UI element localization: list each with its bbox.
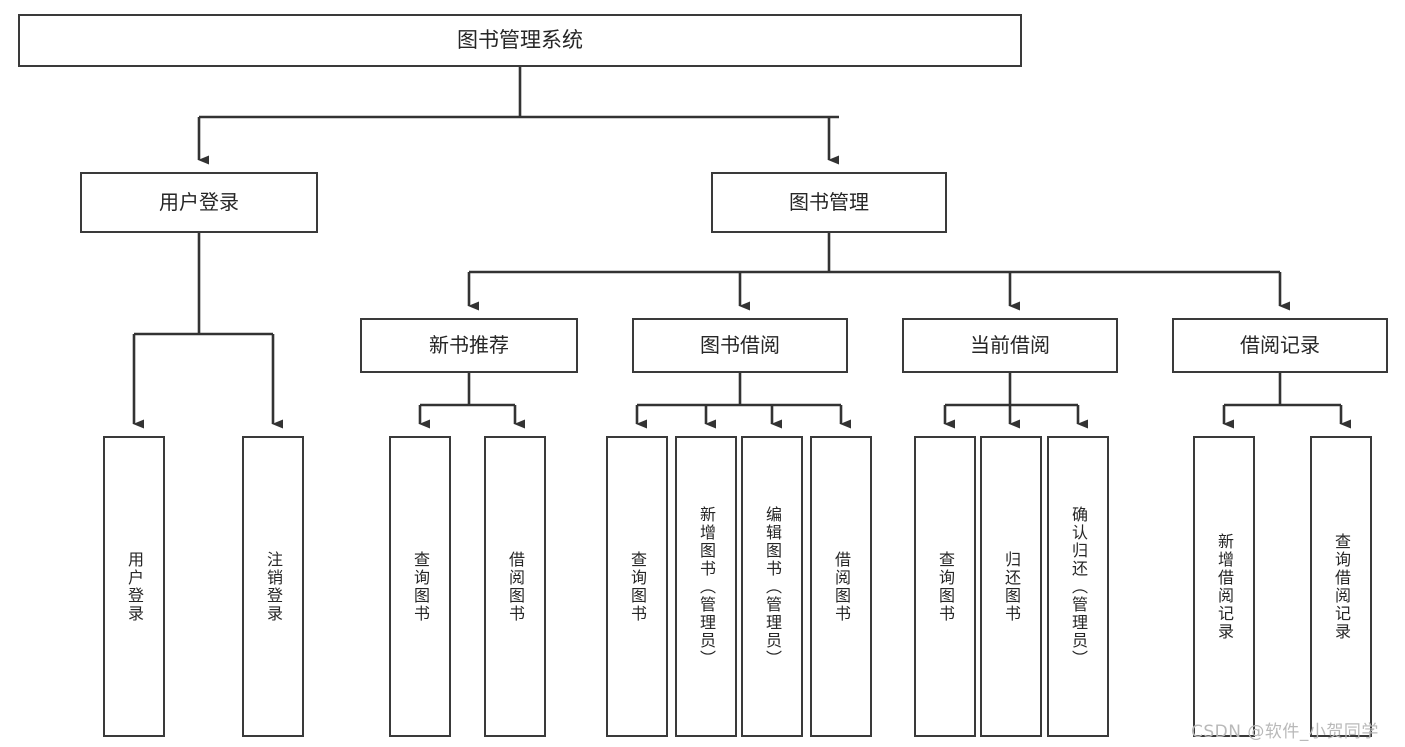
leaf-user-login-label: 用户登录 <box>125 550 144 623</box>
node-book-borrow-label: 图书借阅 <box>700 332 780 357</box>
node-new-book-rec[interactable]: 新书推荐 <box>360 318 578 373</box>
leaf-query-book-1-label: 查询图书 <box>411 550 430 623</box>
node-new-book-rec-label: 新书推荐 <box>429 332 509 357</box>
leaf-return-book[interactable]: 归还图书 <box>980 436 1042 737</box>
node-root-label: 图书管理系统 <box>457 28 583 53</box>
leaf-add-record[interactable]: 新增借阅记录 <box>1193 436 1255 737</box>
leaf-query-record[interactable]: 查询借阅记录 <box>1310 436 1372 737</box>
node-book-borrow[interactable]: 图书借阅 <box>632 318 848 373</box>
node-user-login[interactable]: 用户登录 <box>80 172 318 233</box>
node-borrow-record-label: 借阅记录 <box>1240 332 1320 357</box>
node-borrow-record[interactable]: 借阅记录 <box>1172 318 1388 373</box>
leaf-borrow-book-1-label: 借阅图书 <box>506 550 525 623</box>
leaf-query-book-3-label: 查询图书 <box>936 550 955 623</box>
leaf-add-record-label: 新增借阅记录 <box>1215 532 1234 641</box>
node-book-manage[interactable]: 图书管理 <box>711 172 947 233</box>
leaf-borrow-book-2-label: 借阅图书 <box>832 550 851 623</box>
csdn-watermark: CSDN @软件_小贺同学 <box>1191 722 1379 742</box>
node-current-borrow[interactable]: 当前借阅 <box>902 318 1118 373</box>
leaf-return-book-label: 归还图书 <box>1002 550 1021 623</box>
leaf-borrow-book-1[interactable]: 借阅图书 <box>484 436 546 737</box>
leaf-borrow-book-2[interactable]: 借阅图书 <box>810 436 872 737</box>
node-book-manage-label: 图书管理 <box>789 189 869 214</box>
node-current-borrow-label: 当前借阅 <box>970 332 1050 357</box>
leaf-add-book-label: 新增图书（管理员） <box>697 505 716 668</box>
leaf-query-book-2[interactable]: 查询图书 <box>606 436 668 737</box>
leaf-confirm-return[interactable]: 确认归还（管理员） <box>1047 436 1109 737</box>
leaf-query-book-2-label: 查询图书 <box>628 550 647 623</box>
leaf-user-login[interactable]: 用户登录 <box>103 436 165 737</box>
leaf-add-book[interactable]: 新增图书（管理员） <box>675 436 737 737</box>
leaf-logout-label: 注销登录 <box>264 550 283 623</box>
leaf-query-book-3[interactable]: 查询图书 <box>914 436 976 737</box>
node-root[interactable]: 图书管理系统 <box>18 14 1022 67</box>
leaf-edit-book[interactable]: 编辑图书（管理员） <box>741 436 803 737</box>
node-user-login-label: 用户登录 <box>159 189 239 214</box>
leaf-query-book-1[interactable]: 查询图书 <box>389 436 451 737</box>
leaf-edit-book-label: 编辑图书（管理员） <box>763 505 782 668</box>
leaf-query-record-label: 查询借阅记录 <box>1332 532 1351 641</box>
leaf-confirm-return-label: 确认归还（管理员） <box>1069 505 1088 668</box>
leaf-logout[interactable]: 注销登录 <box>242 436 304 737</box>
